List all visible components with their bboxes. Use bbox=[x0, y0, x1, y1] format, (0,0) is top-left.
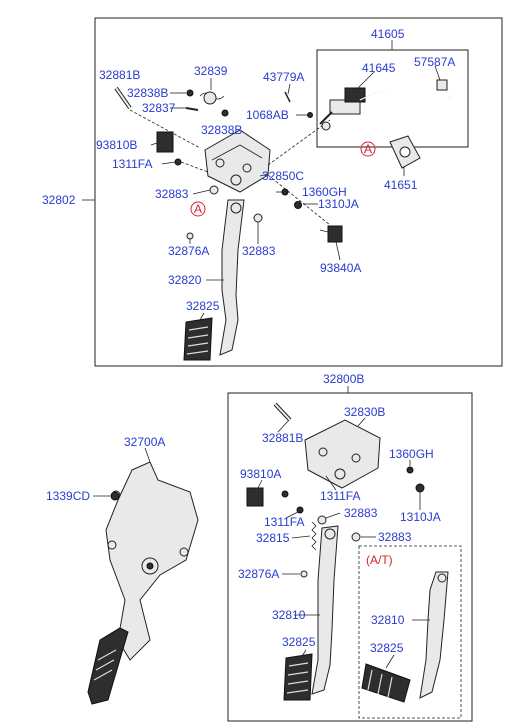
pin-32881b-bot bbox=[273, 402, 292, 422]
label-32700a: 32700A bbox=[124, 435, 165, 449]
label-32883-b: 32883 bbox=[242, 244, 276, 258]
label-1311fa-bot: 1311FA bbox=[320, 489, 360, 503]
label-32825-b: 32825 bbox=[370, 641, 404, 655]
label-32802: 32802 bbox=[42, 193, 76, 207]
bracket-32850c bbox=[204, 119, 331, 226]
spring-32839 bbox=[199, 91, 225, 105]
marker-a-2-letter: A bbox=[194, 202, 202, 216]
label-32815: 32815 bbox=[256, 531, 290, 545]
label-32810-a: 32810 bbox=[272, 608, 306, 622]
part-32838b-b bbox=[221, 109, 229, 117]
master-cylinder-41605 bbox=[319, 79, 451, 131]
pedal-32810-a bbox=[311, 525, 339, 695]
nut-1311fa-bot bbox=[281, 490, 289, 498]
label-32883-d: 32883 bbox=[378, 530, 412, 544]
label-32883-a: 32883 bbox=[155, 187, 189, 201]
label-32839: 32839 bbox=[194, 64, 228, 78]
label-41645: 41645 bbox=[362, 61, 396, 75]
label-1310ja-bot: 1310JA bbox=[400, 510, 441, 524]
label-32876a-top: 32876A bbox=[168, 244, 209, 258]
upper-assembly-frame bbox=[94, 17, 503, 367]
marker-a-1-letter: A bbox=[364, 142, 372, 156]
label-1311fa-bot2: 1311FA bbox=[264, 515, 304, 529]
nut-1310ja-bot bbox=[415, 483, 425, 493]
lower-assembly-frame bbox=[227, 392, 473, 722]
label-32800b: 32800B bbox=[323, 372, 364, 386]
label-32883-c: 32883 bbox=[344, 506, 378, 520]
at-subframe bbox=[358, 545, 462, 719]
label-1360gh-bot: 1360GH bbox=[389, 447, 434, 461]
switch-93810b bbox=[156, 131, 174, 153]
label-32820: 32820 bbox=[168, 273, 202, 287]
pad-32825-a bbox=[283, 653, 313, 701]
label-93810a: 93810A bbox=[240, 467, 281, 481]
label-57587a: 57587A bbox=[414, 55, 455, 69]
stopper-32876a-bot bbox=[300, 570, 308, 578]
part-32838b-a bbox=[186, 89, 194, 97]
label-1310ja-top: 1310JA bbox=[318, 197, 359, 211]
label-32825-top: 32825 bbox=[186, 299, 220, 313]
label-43779a: 43779A bbox=[263, 70, 304, 84]
bush-32883-d bbox=[351, 532, 361, 542]
label-32881b-bot: 32881B bbox=[262, 431, 303, 445]
label-1339cd: 1339CD bbox=[46, 489, 90, 503]
leader-lines bbox=[93, 65, 441, 669]
label-1068ab: 1068AB bbox=[246, 108, 289, 122]
label-1360gh-top: 1360GH bbox=[302, 185, 347, 199]
nut-1311fa-bot2 bbox=[296, 506, 304, 514]
pin-32881b-top bbox=[114, 86, 201, 149]
ref-marker-a-2 bbox=[190, 201, 206, 217]
bush-32883-c bbox=[317, 515, 327, 525]
switch-93810a bbox=[246, 487, 264, 507]
ref-marker-a-1 bbox=[360, 141, 376, 157]
nut-1310ja-top bbox=[294, 201, 302, 209]
pin-43779a bbox=[284, 91, 291, 103]
label-32876a-bot: 32876A bbox=[238, 567, 279, 581]
label-32850c: 32850C bbox=[262, 169, 304, 183]
pedal-32820 bbox=[186, 185, 263, 356]
bolt-1360gh-bot bbox=[406, 466, 414, 474]
label-32825-a: 32825 bbox=[282, 635, 316, 649]
spring-32815 bbox=[311, 521, 317, 551]
pedal-32810-b bbox=[419, 571, 449, 699]
label-93810b: 93810B bbox=[96, 138, 137, 152]
label-1311fa-top: 1311FA bbox=[112, 157, 152, 171]
accelerator-pedal-32700a bbox=[87, 461, 199, 705]
label-41605: 41605 bbox=[371, 27, 405, 41]
label-32837: 32837 bbox=[142, 101, 176, 115]
pad-32825-b bbox=[361, 663, 411, 703]
pad-32825-top bbox=[183, 317, 213, 361]
label-93840a: 93840A bbox=[320, 261, 361, 275]
label-32838b-b: 32838B bbox=[201, 123, 242, 137]
bracket-32830b bbox=[304, 419, 381, 489]
label-32881b-top: 32881B bbox=[99, 68, 140, 82]
nut-1311fa-top bbox=[174, 158, 182, 166]
label-at: (A/T) bbox=[366, 553, 393, 567]
washer-1068ab bbox=[307, 112, 313, 118]
label-32830b: 32830B bbox=[344, 405, 385, 419]
label-32838b-a: 32838B bbox=[127, 86, 168, 100]
label-41651: 41651 bbox=[384, 178, 418, 192]
switch-93840a bbox=[327, 225, 343, 243]
part-32837 bbox=[185, 107, 199, 111]
label-32810-b: 32810 bbox=[371, 613, 405, 627]
